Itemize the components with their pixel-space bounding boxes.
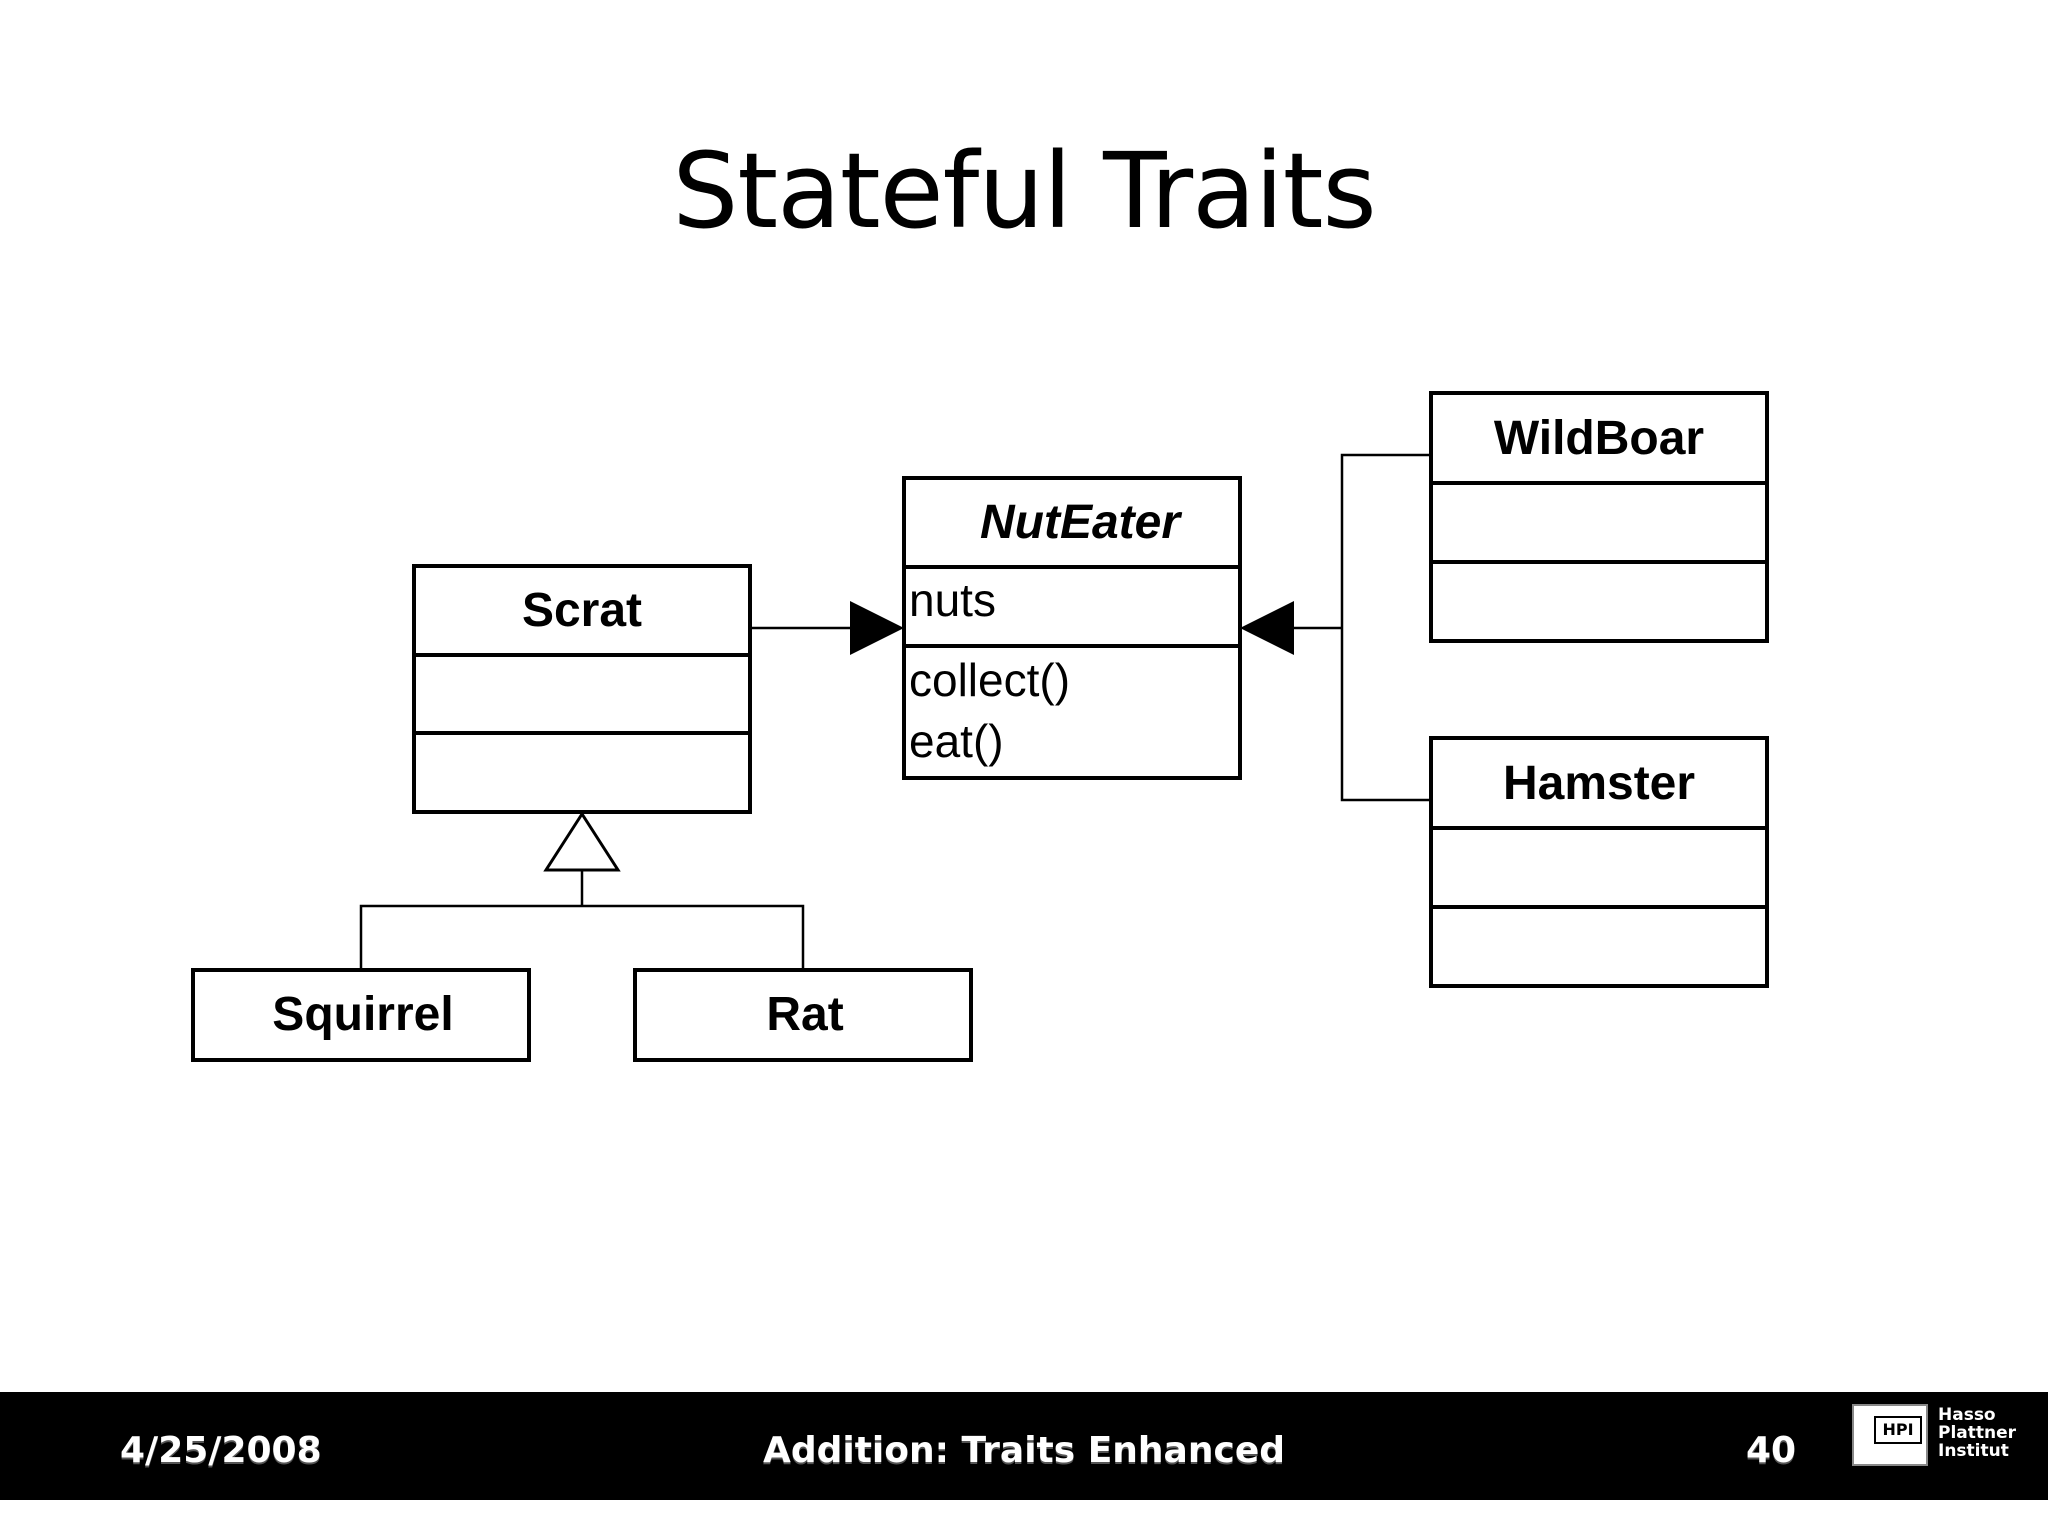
class-box-wildboar — [1429, 391, 1769, 643]
nuteater-method-eat: eat() — [909, 715, 1004, 767]
footer-date: 4/25/2008 — [120, 1430, 322, 1471]
footer-title: Addition: Traits Enhanced — [762, 1430, 1286, 1471]
wildboar-connector — [1340, 453, 1431, 802]
class-name-hamster: Hamster — [1503, 757, 1695, 810]
footer-bar: 4/25/2008 Addition: Traits Enhanced 40 H… — [0, 1392, 2048, 1500]
uml-diagram: Scrat NutEater nuts collect() eat() Wild… — [191, 391, 1769, 1062]
nuteater-attribute-nuts: nuts — [909, 574, 996, 626]
hpi-logo: HPI Hasso Plattner Institut — [1852, 1404, 2032, 1474]
footer-page-number: 40 — [1746, 1430, 1797, 1471]
class-name-wildboar: WildBoar — [1494, 412, 1704, 465]
class-name-nuteater: NutEater — [980, 496, 1182, 549]
nuteater-right-arrowhead — [1240, 601, 1294, 655]
class-box-hamster — [1429, 736, 1769, 988]
class-name-squirrel: Squirrel — [272, 988, 453, 1041]
inheritance-hollow-arrowhead — [543, 811, 621, 872]
class-name-scrat: Scrat — [522, 584, 642, 637]
class-name-rat: Rat — [766, 988, 843, 1041]
hpi-logo-wordmark: Hasso Plattner Institut — [1938, 1405, 2017, 1461]
hpi-logo-mark: HPI — [1852, 1404, 1928, 1466]
inheritance-connector — [359, 904, 805, 970]
nuteater-method-collect: collect() — [909, 654, 1070, 706]
slide-title: Stateful Traits — [672, 130, 1376, 252]
scrat-arrowhead — [850, 601, 904, 655]
